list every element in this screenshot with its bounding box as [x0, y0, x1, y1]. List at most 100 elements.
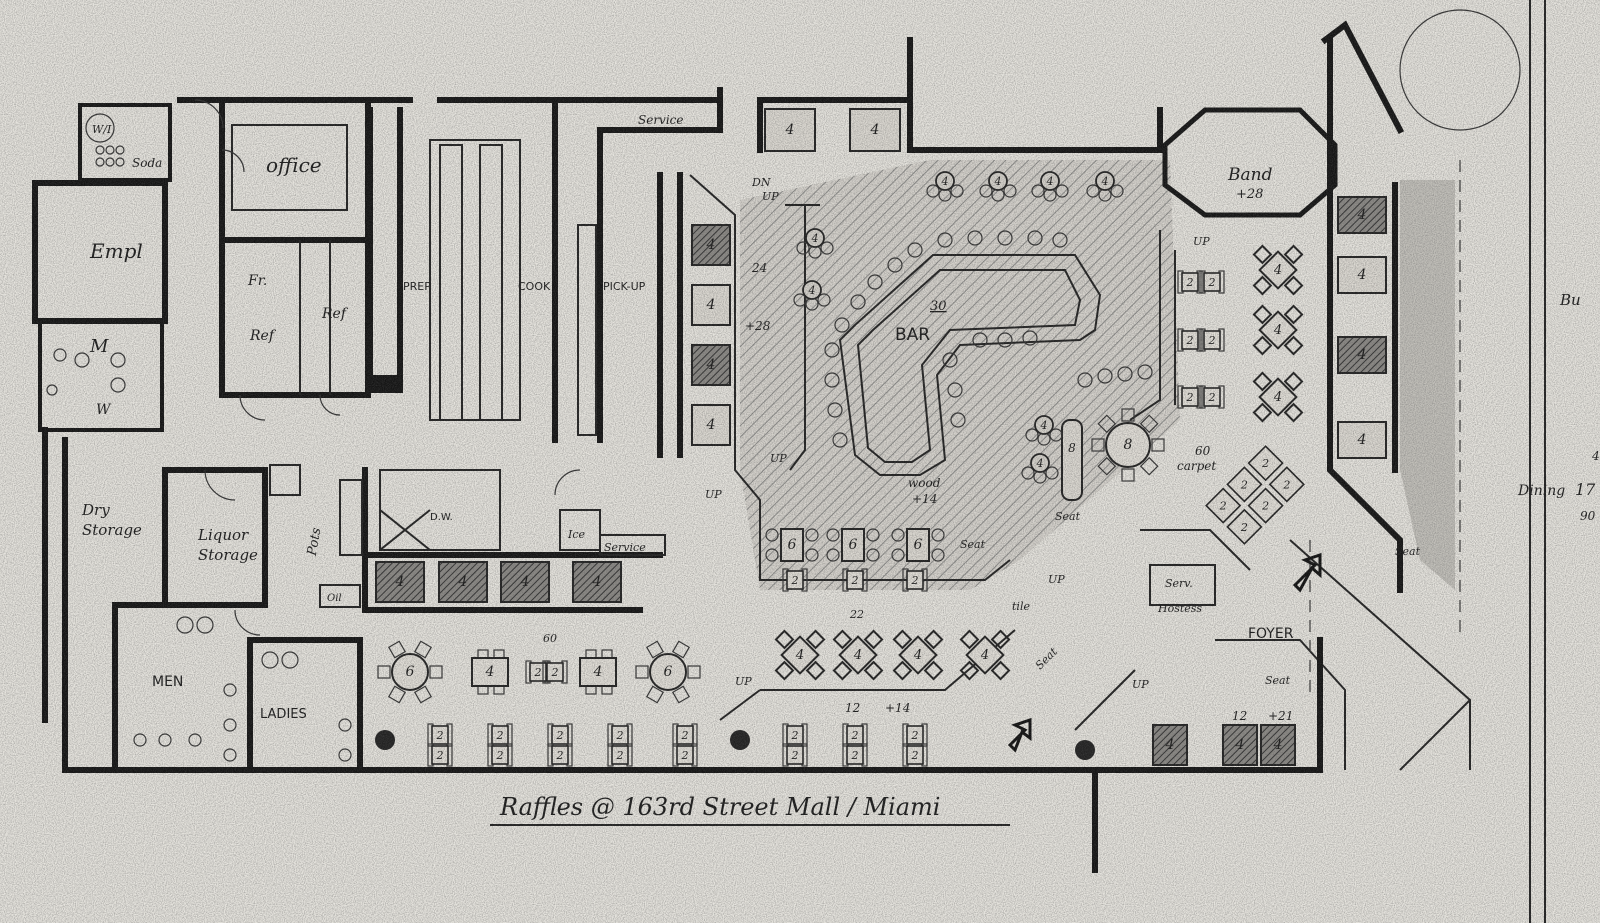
table-seat-count: 8	[1068, 441, 1076, 455]
booth-table: 6	[906, 528, 930, 562]
table-seat-count: 2	[911, 749, 919, 762]
table-seat-count: 4	[1165, 737, 1175, 753]
booth-table: 4	[1152, 724, 1188, 766]
label-tile: tile	[1012, 600, 1030, 613]
label-staff-men: M	[89, 336, 109, 357]
table-seat-count: 4	[870, 122, 880, 138]
table-seat-count: 2	[1186, 276, 1194, 289]
table-seat-count: 6	[664, 664, 673, 680]
booth-table: 4	[849, 108, 901, 152]
booth	[1061, 419, 1083, 501]
table-seat-count: 4	[1357, 267, 1367, 283]
table-seat-count: 2	[556, 749, 564, 762]
two-top-table: 2	[547, 743, 573, 767]
table-seat-count: 2	[436, 749, 444, 762]
table-seat-count: 6	[406, 664, 415, 680]
table-seat-count: 2	[1261, 500, 1269, 513]
table-seat-count: 4	[1273, 263, 1282, 278]
two-top-table: 2	[547, 723, 573, 747]
table-seat-count: 2	[1208, 276, 1216, 289]
table-seat-count: 4	[706, 417, 716, 433]
two-top-table: 2	[607, 723, 633, 747]
label-ladies: LADIES	[260, 707, 307, 722]
table-seat-count: 4	[1357, 207, 1367, 223]
table-seat-count: 4	[706, 237, 716, 253]
count-carpet: carpet	[1177, 459, 1216, 473]
planter-icon	[730, 730, 750, 750]
count-wood-plus: +14	[912, 492, 937, 506]
table-seat-count: 4	[994, 175, 1002, 188]
two-top-table: 2	[1177, 328, 1203, 352]
label-refrigerator-2: Ref	[321, 306, 349, 322]
two-top-table: 2	[782, 743, 808, 767]
label-up-1: UP	[762, 190, 779, 203]
table-seat-count: 2	[1282, 478, 1290, 491]
table-seat-count: 4	[795, 648, 804, 663]
table-seat-count: 2	[616, 729, 624, 742]
table-seat-count: 2	[791, 749, 799, 762]
table-seat-count: 2	[496, 749, 504, 762]
label-seat-3: Seat	[1265, 674, 1291, 687]
count-main-dining: 60	[543, 632, 557, 645]
count-wood: wood	[908, 476, 941, 490]
two-top-table: 2	[427, 743, 453, 767]
label-seat-4: Seat	[1395, 545, 1421, 558]
two-top-table: 2	[782, 568, 808, 592]
booth-table: 4	[1337, 421, 1387, 459]
table-seat-count: 2	[496, 729, 504, 742]
two-top-table: 2	[607, 743, 633, 767]
label-liquor-storage-1: Liquor	[197, 526, 249, 544]
booth-table: 4	[438, 561, 488, 603]
count-foyer-row-plus: +21	[1268, 709, 1293, 723]
booth-table: 4	[572, 561, 622, 603]
booth-table: 4	[375, 561, 425, 603]
table-seat-count: 2	[1208, 334, 1216, 347]
booth-table: 4	[691, 404, 731, 446]
label-refrigerator-1: Ref	[249, 328, 277, 344]
table-seat-count: 8	[1124, 437, 1133, 453]
count-window-row: 12	[845, 701, 860, 715]
label-pick-up: PICK-UP	[603, 280, 646, 293]
booth-table: 4	[1337, 256, 1387, 294]
table-seat-count: 4	[592, 574, 602, 590]
label-dish-wash: D.W.	[430, 512, 453, 523]
two-top-table: 2	[1199, 385, 1225, 409]
label-band-seats: +28	[1236, 187, 1263, 202]
booth-table: 4	[1337, 336, 1387, 374]
table-seat-count: 4	[1357, 432, 1367, 448]
table-seat-count: 2	[1186, 334, 1194, 347]
booth-table: 4	[691, 344, 731, 386]
table-seat-count: 2	[551, 666, 559, 679]
table-seat-count: 2	[1219, 500, 1227, 513]
table-seat-count: 2	[436, 729, 444, 742]
two-top-table: 2	[842, 723, 868, 747]
label-dining-count: 17	[1575, 480, 1596, 499]
table-seat-count: 2	[616, 749, 624, 762]
label-cook: COOK	[518, 280, 551, 293]
table-seat-count: 6	[914, 537, 923, 553]
booth-table: 4	[691, 224, 731, 266]
count-center-dining: 22	[849, 608, 864, 621]
label-dry-storage-1: Dry	[81, 501, 110, 519]
table-seat-count: 2	[1240, 478, 1248, 491]
table-seat-count: 4	[1040, 419, 1048, 432]
plan-title: Raffles @ 163rd Street Mall / Miami	[499, 793, 940, 821]
table-seat-count: 4	[458, 574, 468, 590]
table-seat-count: 6	[849, 537, 858, 553]
label-right-margin-num: 4	[1591, 449, 1600, 463]
label-right-margin-top: Bu	[1559, 291, 1581, 309]
table-seat-count: 2	[851, 749, 859, 762]
label-up-3: UP	[705, 488, 722, 501]
two-top-table: 2	[1177, 270, 1203, 294]
table-seat-count: 2	[1240, 521, 1248, 534]
booth-table: 4	[691, 284, 731, 326]
table-seat-count: 2	[851, 574, 859, 587]
two-top-table: 2	[427, 723, 453, 747]
table-seat-count: 4	[1357, 347, 1367, 363]
label-hostess: Hostess	[1157, 602, 1202, 615]
two-top-table: 2	[672, 723, 698, 747]
label-men: MEN	[152, 674, 183, 690]
two-top-table: 2	[1199, 328, 1225, 352]
label-up-6: UP	[1132, 678, 1149, 691]
